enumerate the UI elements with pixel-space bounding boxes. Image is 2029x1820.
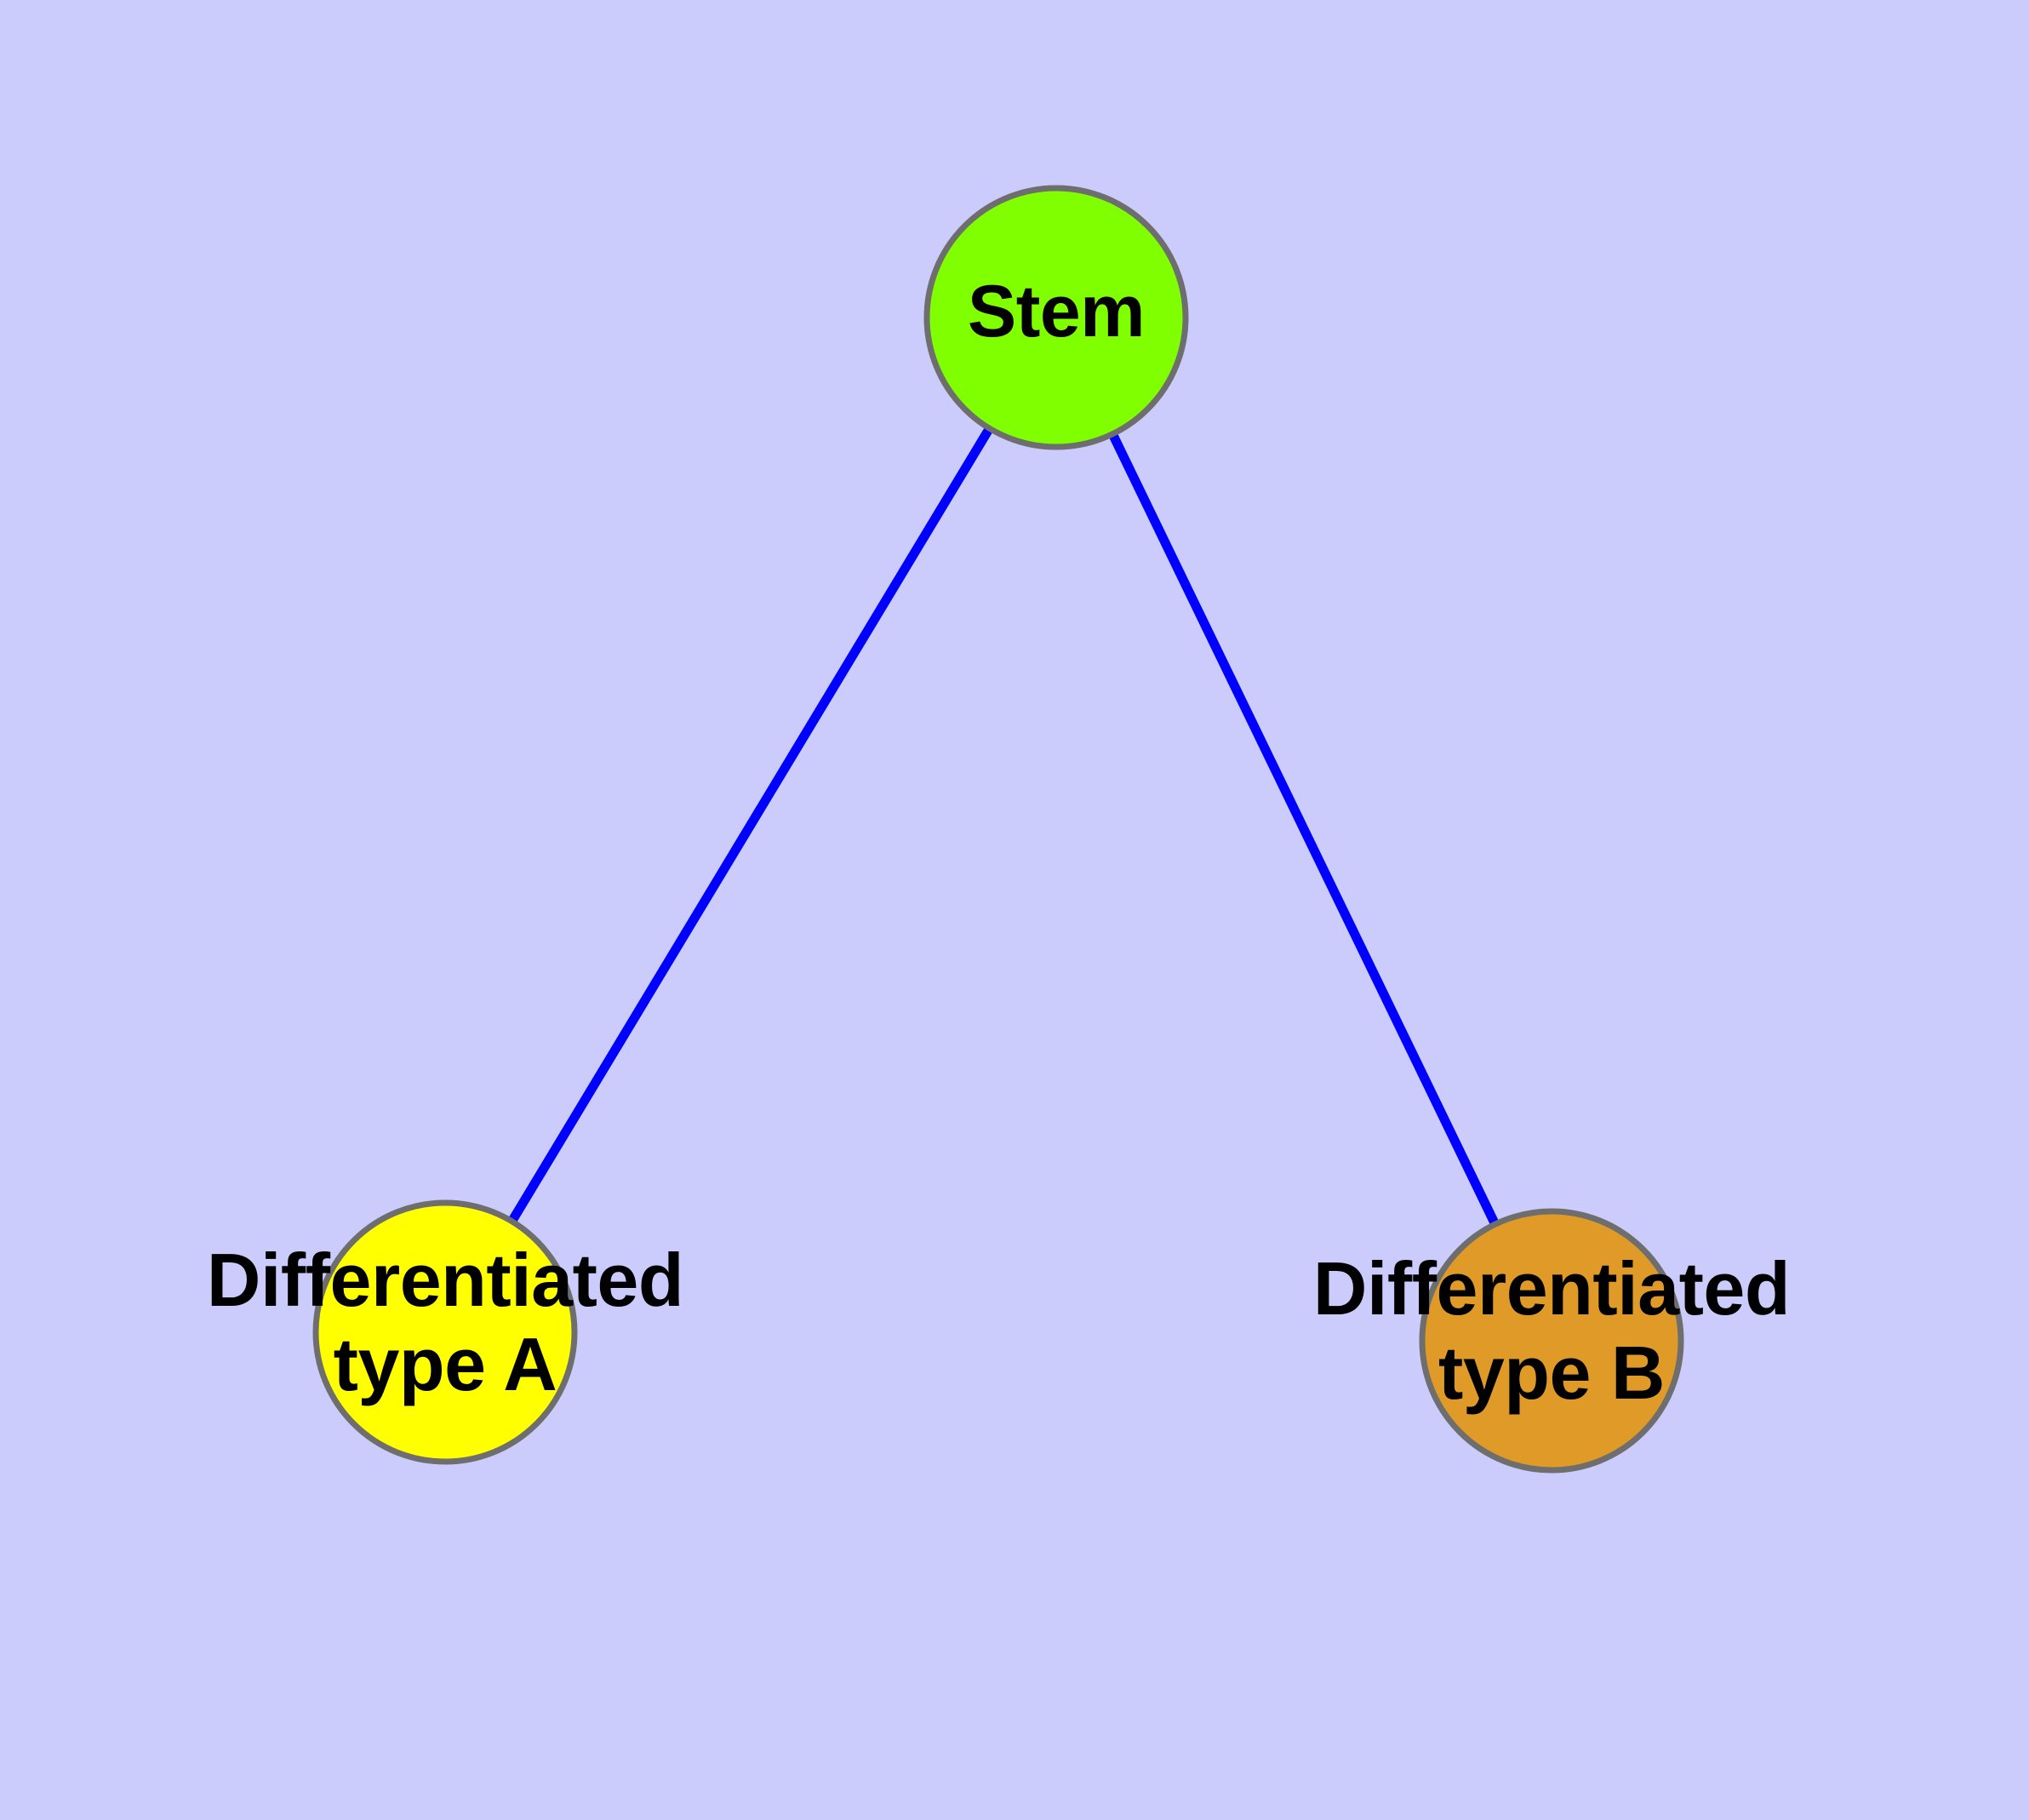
node-differentiated-type-a[interactable] xyxy=(312,1199,578,1465)
node-layer xyxy=(312,185,1684,1474)
node-differentiated-type-b[interactable] xyxy=(1419,1208,1684,1474)
edge-stem-to-differentiated-type-a[interactable] xyxy=(506,422,996,1228)
edge-layer xyxy=(506,422,1501,1230)
node-stem[interactable] xyxy=(923,185,1189,450)
edge-stem-to-differentiated-type-b[interactable] xyxy=(1106,428,1501,1230)
